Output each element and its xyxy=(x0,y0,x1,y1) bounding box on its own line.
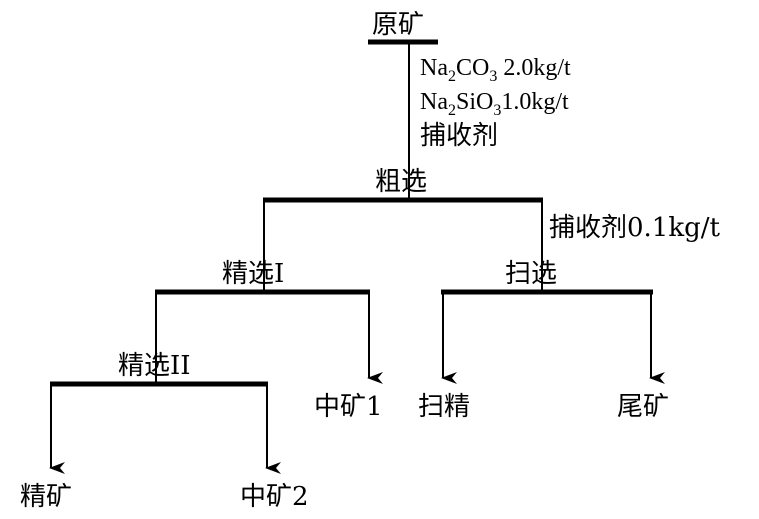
product-tailings: 尾矿 xyxy=(617,392,669,422)
reagent-na2co3: Na2CO3 2.0kg/t xyxy=(420,55,571,85)
reagent-collector-scav: 捕收剂0.1kg/t xyxy=(549,213,721,243)
reagent-collector: 捕收剂 xyxy=(420,121,498,151)
product-middling-1: 中矿1 xyxy=(314,392,383,422)
node-cleaner-2: 精选II xyxy=(118,351,191,381)
node-cleaner-1: 精选I xyxy=(222,259,284,289)
node-rougher: 粗选 xyxy=(375,167,427,197)
node-scavenger: 扫选 xyxy=(505,259,557,289)
product-middling-2: 中矿2 xyxy=(240,482,309,512)
node-raw-ore: 原矿 xyxy=(372,10,424,40)
product-concentrate: 精矿 xyxy=(20,482,72,512)
reagent-na2sio3: Na2SiO31.0kg/t xyxy=(420,89,569,119)
product-scav-concentrate: 扫精 xyxy=(418,392,470,422)
